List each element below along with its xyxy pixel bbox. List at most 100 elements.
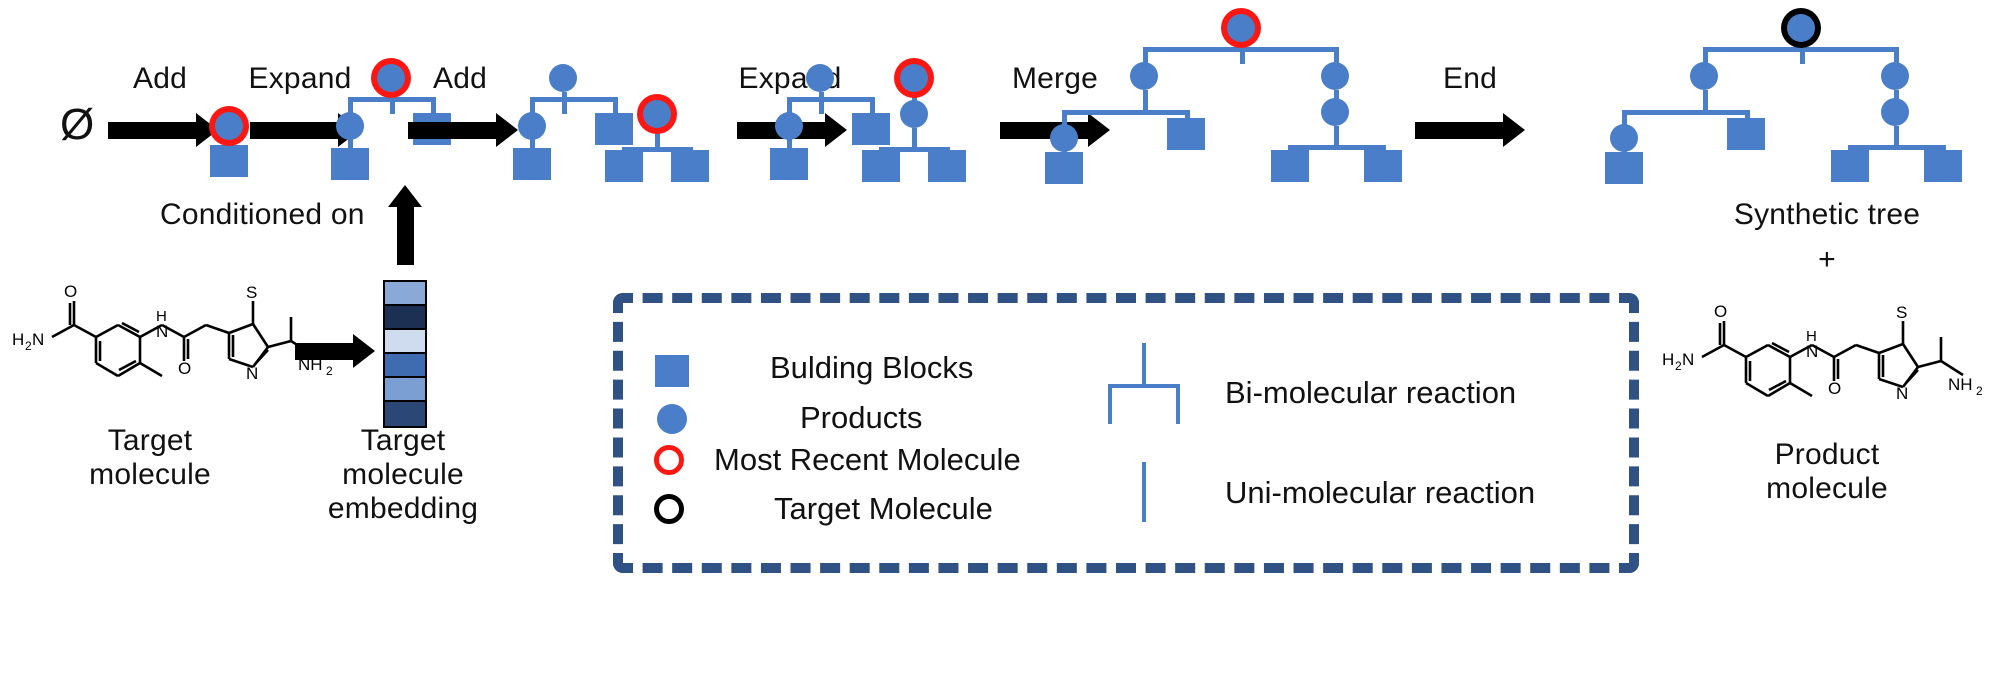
synthetic-tree-caption: Synthetic tree xyxy=(1733,198,1921,231)
building-block-node xyxy=(1045,152,1083,184)
product-node xyxy=(1050,124,1078,152)
product-node xyxy=(336,112,364,140)
product-molecule-structure: H 2 N O H N O S N NH 2 xyxy=(1662,302,1983,403)
building-block-node xyxy=(513,148,551,180)
edge xyxy=(879,147,949,152)
edge xyxy=(1334,90,1339,102)
edge xyxy=(1288,145,1386,150)
edge xyxy=(530,137,535,157)
svg-text:O: O xyxy=(1714,302,1727,321)
edge xyxy=(1334,126,1339,148)
product-node xyxy=(1690,62,1718,90)
building-block-node xyxy=(1167,118,1205,150)
svg-text:H: H xyxy=(156,308,167,325)
svg-text:H: H xyxy=(12,330,24,349)
product-molecule-caption-line2: molecule xyxy=(1766,472,1888,505)
product-node xyxy=(775,112,803,140)
legend-label-uni-molecular: Uni-molecular reaction xyxy=(1225,475,1536,510)
edge xyxy=(348,137,353,157)
legend-circle-icon xyxy=(657,404,687,434)
edge xyxy=(1894,126,1899,148)
legend-label-products: Products xyxy=(800,400,923,435)
action-label-merge: Merge xyxy=(1011,62,1099,95)
product-node xyxy=(1130,62,1158,90)
building-block-node xyxy=(862,150,900,182)
embedding-cell xyxy=(385,330,425,354)
legend-label-building-blocks: Bulding Blocks xyxy=(770,350,974,385)
edge xyxy=(655,128,660,150)
svg-text:H: H xyxy=(1662,350,1674,369)
product-node xyxy=(900,100,928,128)
edge xyxy=(1062,110,1190,115)
product-node xyxy=(1881,98,1909,126)
edge xyxy=(390,92,395,114)
product-node xyxy=(1321,62,1349,90)
edge xyxy=(622,147,692,152)
edge xyxy=(1622,110,1750,115)
legend-label-bi-molecular: Bi-molecular reaction xyxy=(1225,375,1517,410)
edge xyxy=(431,97,436,119)
product-node-most-recent xyxy=(900,64,928,92)
svg-text:N: N xyxy=(1896,384,1908,403)
edge xyxy=(1745,110,1750,120)
product-node xyxy=(1881,62,1909,90)
svg-text:N: N xyxy=(1806,342,1818,361)
empty-set-symbol: Ø xyxy=(60,100,95,149)
edge xyxy=(1622,110,1627,130)
arrow-end xyxy=(1415,113,1525,147)
edge xyxy=(562,92,567,114)
edge xyxy=(912,128,917,150)
edge xyxy=(870,97,875,119)
product-node-most-recent xyxy=(377,64,405,92)
edge xyxy=(1848,145,1946,150)
building-block-node xyxy=(595,113,633,145)
target-molecule-node xyxy=(1787,14,1815,42)
svg-text:NH: NH xyxy=(1948,375,1973,394)
svg-text:O: O xyxy=(1828,379,1841,398)
svg-text:2: 2 xyxy=(1675,359,1682,373)
embedding-cell xyxy=(385,378,425,402)
building-block-node xyxy=(1924,150,1962,182)
action-label-add-2: Add xyxy=(433,62,487,95)
svg-text:S: S xyxy=(1896,303,1907,322)
svg-text:2: 2 xyxy=(1976,384,1983,398)
target-molecule-caption-line2: molecule xyxy=(89,458,211,491)
arrow-add-2 xyxy=(408,113,518,147)
edge xyxy=(1240,42,1245,64)
embedding-cell xyxy=(385,354,425,378)
target-molecule-caption-line1: Target xyxy=(107,424,193,457)
building-block-node xyxy=(770,148,808,180)
svg-text:2: 2 xyxy=(326,364,333,378)
edge xyxy=(1894,90,1899,102)
embedding-caption-line2: molecule xyxy=(342,458,464,491)
embedding-caption-line3: embedding xyxy=(327,492,479,525)
svg-text:O: O xyxy=(64,282,77,301)
svg-text:N: N xyxy=(1682,350,1694,369)
action-label-add-1: Add xyxy=(133,62,187,95)
svg-text:N: N xyxy=(32,330,44,349)
product-node-most-recent xyxy=(643,100,671,128)
building-block-node xyxy=(210,145,248,177)
edge xyxy=(1062,110,1067,130)
edge xyxy=(530,97,618,102)
building-block-node xyxy=(1605,152,1643,184)
svg-text:H: H xyxy=(1806,328,1817,345)
building-block-node xyxy=(1364,150,1402,182)
legend-red-ring-icon xyxy=(654,445,684,475)
action-label-end: End xyxy=(1443,62,1497,95)
building-block-node xyxy=(852,113,890,145)
svg-text:S: S xyxy=(246,283,257,302)
embedding-cell xyxy=(385,282,425,306)
embedding-cell xyxy=(385,402,425,426)
edge xyxy=(1800,42,1805,64)
arrow-encode xyxy=(295,334,375,368)
edge xyxy=(613,97,618,119)
edge xyxy=(819,92,824,114)
target-molecule-embedding xyxy=(383,280,427,428)
edge xyxy=(787,97,875,102)
conditioned-on-label: Conditioned on xyxy=(160,198,365,231)
embedding-caption-line1: Target xyxy=(360,424,446,457)
plus-sign: + xyxy=(1818,243,1836,276)
arrow-add-1 xyxy=(108,113,218,147)
action-label-expand-1: Expand xyxy=(248,62,352,95)
